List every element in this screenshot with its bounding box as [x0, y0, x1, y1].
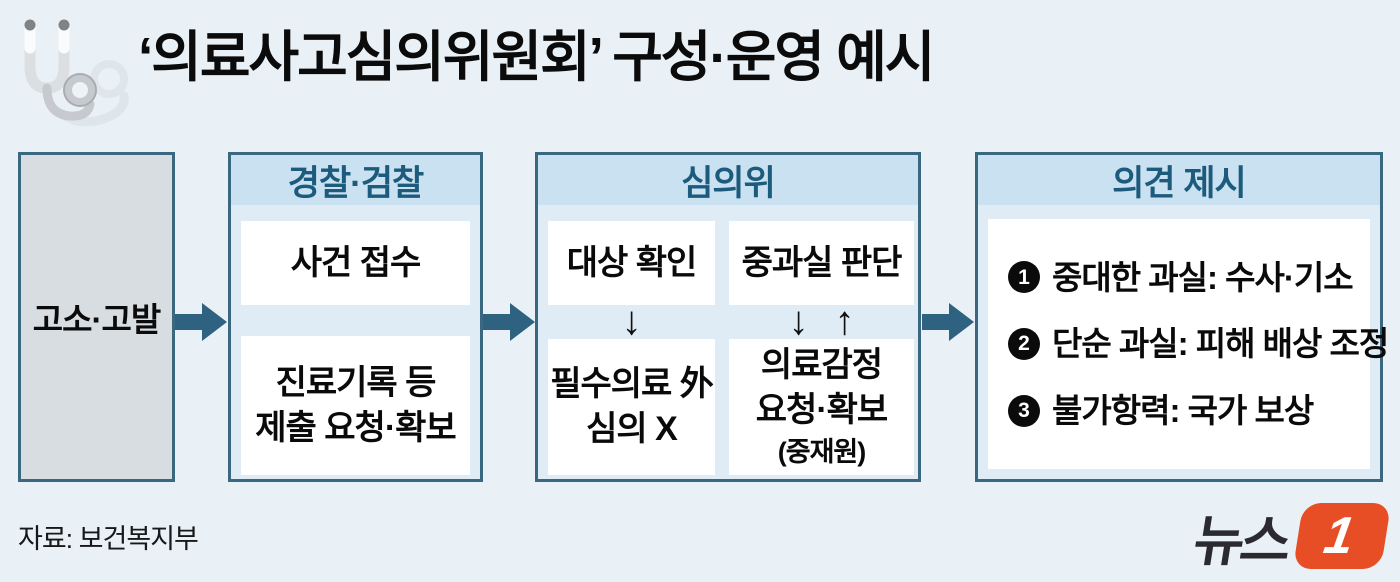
opinion-item-2: 2 단순 과실: 피해 배상 조정	[1008, 322, 1389, 366]
opinion-item-2-text: 단순 과실: 피해 배상 조정	[1052, 325, 1389, 363]
flow-arrow-right-icon	[922, 303, 974, 341]
opinion-item-3-text: 불가항력: 국가 보상	[1052, 391, 1314, 429]
arrow-down-icon: ↓	[788, 299, 809, 343]
opinion-item-1: 1 중대한 과실: 수사·기소	[1008, 256, 1354, 300]
page-title: ‘의료사고심의위원회’ 구성·운영 예시	[138, 26, 935, 88]
committee-step-negligence-judgement: 중과실 판단	[729, 221, 914, 305]
committee-step-medical-appraisal: 의료감정 요청·확보 (중재원)	[729, 339, 914, 475]
medical-appraisal-text: 의료감정 요청·확보	[755, 346, 888, 430]
committee-right-arrow-row: ↓ ↑	[729, 301, 914, 341]
opinion-item-1-text: 중대한 과실: 수사·기소	[1052, 258, 1354, 296]
flow-box-complaint: 고소·고발	[18, 152, 175, 482]
circled-number-2-icon: 2	[1008, 327, 1040, 360]
opinion-header: 의견 제시	[978, 155, 1380, 205]
flow-arrow-right-icon	[175, 303, 227, 341]
complaint-label: 고소·고발	[32, 301, 161, 338]
committee-step-target-check: 대상 확인	[548, 221, 715, 305]
arrow-down-icon: ↓	[621, 299, 642, 343]
news1-logo-one-badge: 1	[1292, 503, 1392, 569]
flow-box-committee: 심의위 대상 확인 ↓ 필수의료 外 심의 X 중과실 판단 ↓ ↑ 의료감정 …	[535, 152, 921, 482]
circled-number-1-icon: 1	[1008, 261, 1040, 294]
opinion-item-3: 3 불가항력: 국가 보상	[1008, 389, 1314, 433]
committee-left-arrow-row: ↓	[548, 301, 715, 341]
flow-arrow-right-icon	[483, 303, 535, 341]
stethoscope-icon	[24, 19, 129, 127]
flow-box-police: 경찰·검찰 사건 접수 진료기록 등 제출 요청·확보	[228, 152, 483, 482]
committee-header: 심의위	[538, 155, 918, 205]
flow-box-opinion: 의견 제시 1 중대한 과실: 수사·기소 2 단순 과실: 피해 배상 조정 …	[975, 152, 1389, 482]
opinion-card: 1 중대한 과실: 수사·기소 2 단순 과실: 피해 배상 조정 3 불가항력…	[988, 219, 1389, 469]
news1-logo-text: 뉴스	[1189, 510, 1293, 572]
circled-number-3-icon: 3	[1008, 394, 1040, 427]
police-step-case-receipt: 사건 접수	[241, 221, 470, 305]
arrow-up-icon: ↑	[834, 299, 855, 343]
source-note: 자료: 보건복지부	[18, 524, 199, 554]
medical-appraisal-note: (중재원)	[777, 437, 867, 468]
police-header: 경찰·검찰	[231, 155, 480, 205]
police-step-records: 진료기록 등 제출 요청·확보	[241, 336, 470, 475]
news1-logo: 뉴스 1	[1188, 496, 1392, 576]
committee-step-essential-exclusion: 필수의료 外 심의 X	[548, 339, 715, 475]
